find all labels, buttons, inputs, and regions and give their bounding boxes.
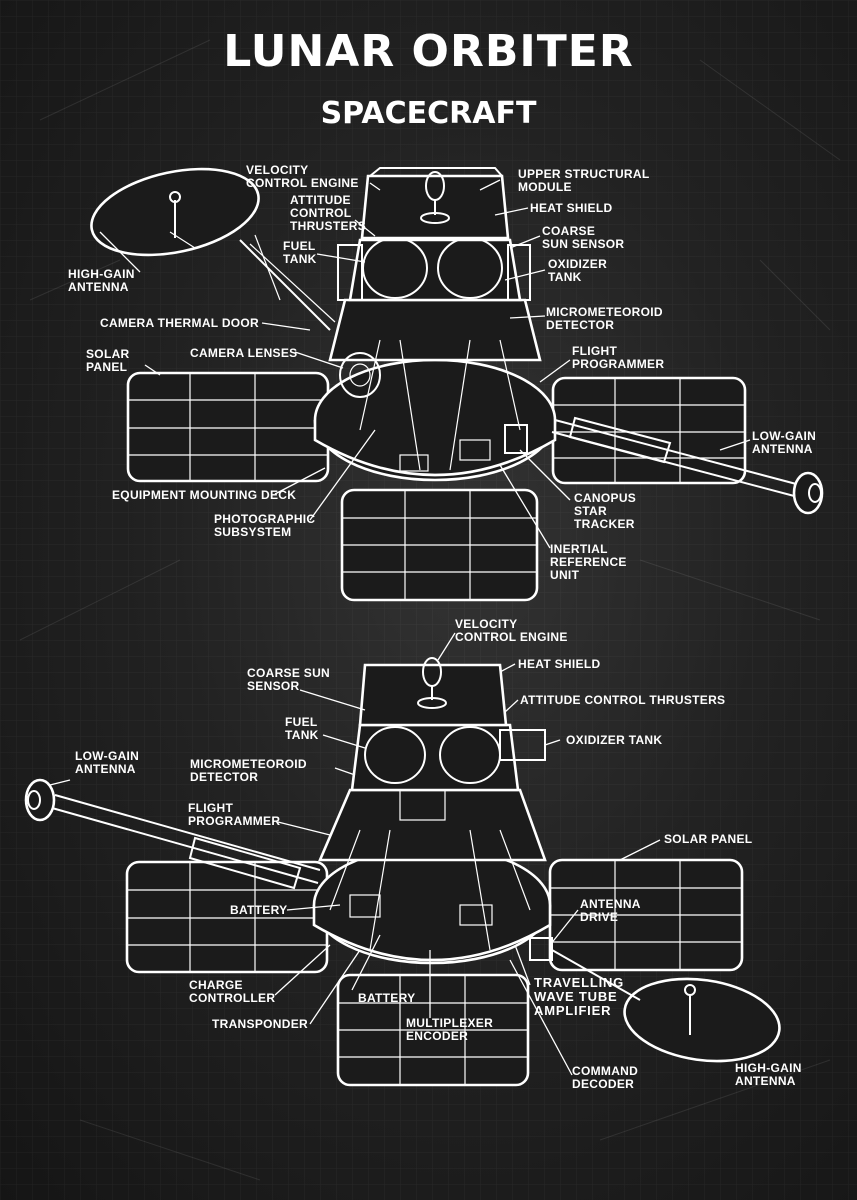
- bottom-label-antenna-drive: ANTENNA DRIVE: [580, 897, 644, 924]
- top-label-inertial-reference-unit: INERTIAL REFERENCE UNIT: [550, 542, 630, 582]
- top-leader-lines: [99, 179, 751, 549]
- top-label-heat-shield: HEAT SHIELD: [530, 201, 612, 215]
- bottom-label-oxidizer-tank: OXIDIZER TANK: [566, 733, 662, 747]
- top-label-camera-thermal-door: CAMERA THERMAL DOOR: [100, 316, 259, 330]
- bottom-label-coarse-sun-sensor: COARSE SUN SENSOR: [247, 666, 334, 693]
- top-label-attitude-control-thrusters: ATTITUDE CONTROL THRUSTERS: [290, 193, 366, 233]
- top-label-low-gain-antenna: LOW-GAIN ANTENNA: [752, 429, 820, 456]
- bottom-label-velocity-control-engine: VELOCITY CONTROL ENGINE: [455, 617, 568, 644]
- bottom-label-fuel-tank: FUEL TANK: [285, 715, 321, 742]
- top-label-fuel-tank: FUEL TANK: [283, 239, 319, 266]
- bottom-label-heat-shield: HEAT SHIELD: [518, 657, 600, 671]
- top-solar-panel-right: [551, 376, 747, 485]
- top-label-oxidizer-tank: OXIDIZER TANK: [548, 257, 611, 284]
- top-spacecraft-body: [313, 167, 557, 482]
- bottom-label-transponder: TRANSPONDER: [212, 1017, 308, 1031]
- bottom-label-multiplexer-encoder: MULTIPLEXER ENCODER: [406, 1016, 497, 1043]
- bottom-label-command-decoder: COMMAND DECODER: [572, 1064, 642, 1091]
- bottom-solar-panel-right: [548, 858, 744, 972]
- bottom-label-high-gain-antenna: HIGH-GAIN ANTENNA: [735, 1061, 805, 1088]
- poster-subtitle: SPACECRAFT: [320, 96, 537, 131]
- top-solar-panel-bottom: [340, 488, 539, 602]
- top-solar-panel-left: [126, 371, 330, 483]
- bottom-label-travelling-wave-tube-amplifier: TRAVELLING WAVE TUBE AMPLIFIER: [534, 975, 629, 1018]
- bottom-label-attitude-control-thrusters: ATTITUDE CONTROL THRUSTERS: [520, 693, 725, 707]
- top-label-equipment-mounting-deck: EQUIPMENT MOUNTING DECK: [112, 488, 296, 502]
- bottom-high-gain-antenna-drawing: [551, 949, 781, 1063]
- bottom-leader-lines: [49, 632, 661, 1076]
- bottom-label-battery-left: BATTERY: [230, 903, 287, 917]
- poster-title: LUNAR ORBITER: [223, 26, 634, 77]
- top-high-gain-antenna-drawing: [90, 167, 336, 331]
- bottom-label-solar-panel: SOLAR PANEL: [664, 832, 752, 846]
- bottom-solar-panel-bottom: [336, 973, 530, 1087]
- top-label-coarse-sun-sensor: COARSE SUN SENSOR: [542, 224, 624, 251]
- bottom-low-gain-antenna-drawing: [24, 778, 321, 890]
- top-label-micrometeoroid-detector: MICROMETEOROID DETECTOR: [546, 305, 667, 332]
- bottom-solar-panel-left: [125, 860, 329, 974]
- bottom-label-micrometeoroid-detector: MICROMETEOROID DETECTOR: [190, 757, 311, 784]
- top-label-velocity-control-engine: VELOCITY CONTROL ENGINE: [246, 163, 359, 190]
- bottom-spacecraft-body: [312, 657, 553, 965]
- bottom-label-charge-controller: CHARGE CONTROLLER: [189, 978, 275, 1005]
- top-label-solar-panel: SOLAR PANEL: [86, 347, 133, 374]
- bottom-label-flight-programmer: FLIGHT PROGRAMMER: [188, 801, 280, 828]
- top-label-camera-lenses: CAMERA LENSES: [190, 346, 297, 360]
- top-label-upper-structural-module: UPPER STRUCTURAL MODULE: [518, 167, 653, 194]
- top-label-flight-programmer: FLIGHT PROGRAMMER: [572, 344, 664, 371]
- bottom-label-low-gain-antenna: LOW-GAIN ANTENNA: [75, 749, 143, 776]
- top-label-canopus-star-tracker: CANOPUS STAR TRACKER: [574, 491, 640, 531]
- top-label-photographic-subsystem: PHOTOGRAPHIC SUBSYSTEM: [214, 512, 319, 539]
- top-label-high-gain-antenna: HIGH-GAIN ANTENNA: [68, 267, 138, 294]
- bottom-label-battery-bottom: BATTERY: [358, 991, 415, 1005]
- top-low-gain-antenna-drawing: [551, 416, 824, 515]
